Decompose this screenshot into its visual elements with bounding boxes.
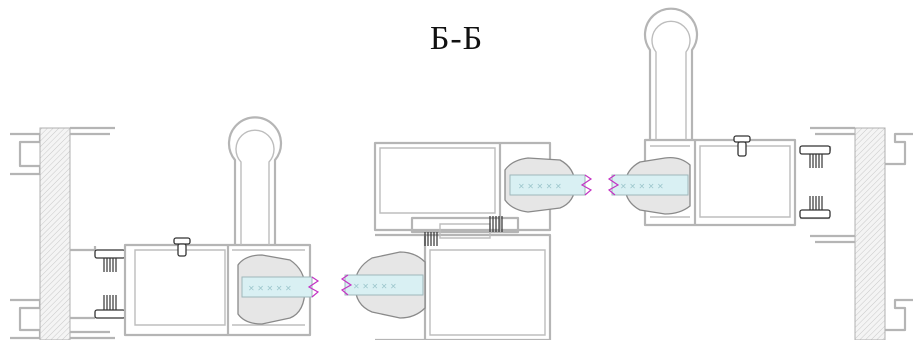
svg-text:✕ ✕ ✕ ✕ ✕: ✕ ✕ ✕ ✕ ✕	[518, 182, 562, 191]
centre-mullion-profile	[373, 141, 552, 340]
left-brush-seal-lower	[94, 295, 126, 319]
left-frame-profile	[10, 126, 115, 340]
right-frame-profile	[800, 126, 913, 340]
centre-brush-seal-left	[424, 232, 438, 246]
right-brush-seal-upper	[799, 145, 831, 168]
svg-text:✕ ✕ ✕ ✕ ✕: ✕ ✕ ✕ ✕ ✕	[353, 282, 397, 291]
left-glazing-unit: ✕ ✕ ✕ ✕ ✕	[237, 254, 320, 325]
right-brush-seal-lower	[799, 196, 831, 219]
left-brush-seal-upper	[94, 249, 126, 272]
svg-text:✕ ✕ ✕ ✕ ✕: ✕ ✕ ✕ ✕ ✕	[620, 182, 664, 191]
centre-upper-glazing-unit: ✕ ✕ ✕ ✕ ✕	[504, 157, 593, 213]
svg-text:✕ ✕ ✕ ✕ ✕: ✕ ✕ ✕ ✕ ✕	[248, 284, 292, 293]
centre-brush-seal-right	[489, 216, 503, 232]
centre-lower-glazing-unit: ✕ ✕ ✕ ✕ ✕	[340, 251, 426, 319]
left-sash-profile	[123, 116, 312, 337]
section-label: Б-Б	[429, 20, 484, 57]
right-glazing-unit: ✕ ✕ ✕ ✕ ✕	[607, 157, 691, 215]
